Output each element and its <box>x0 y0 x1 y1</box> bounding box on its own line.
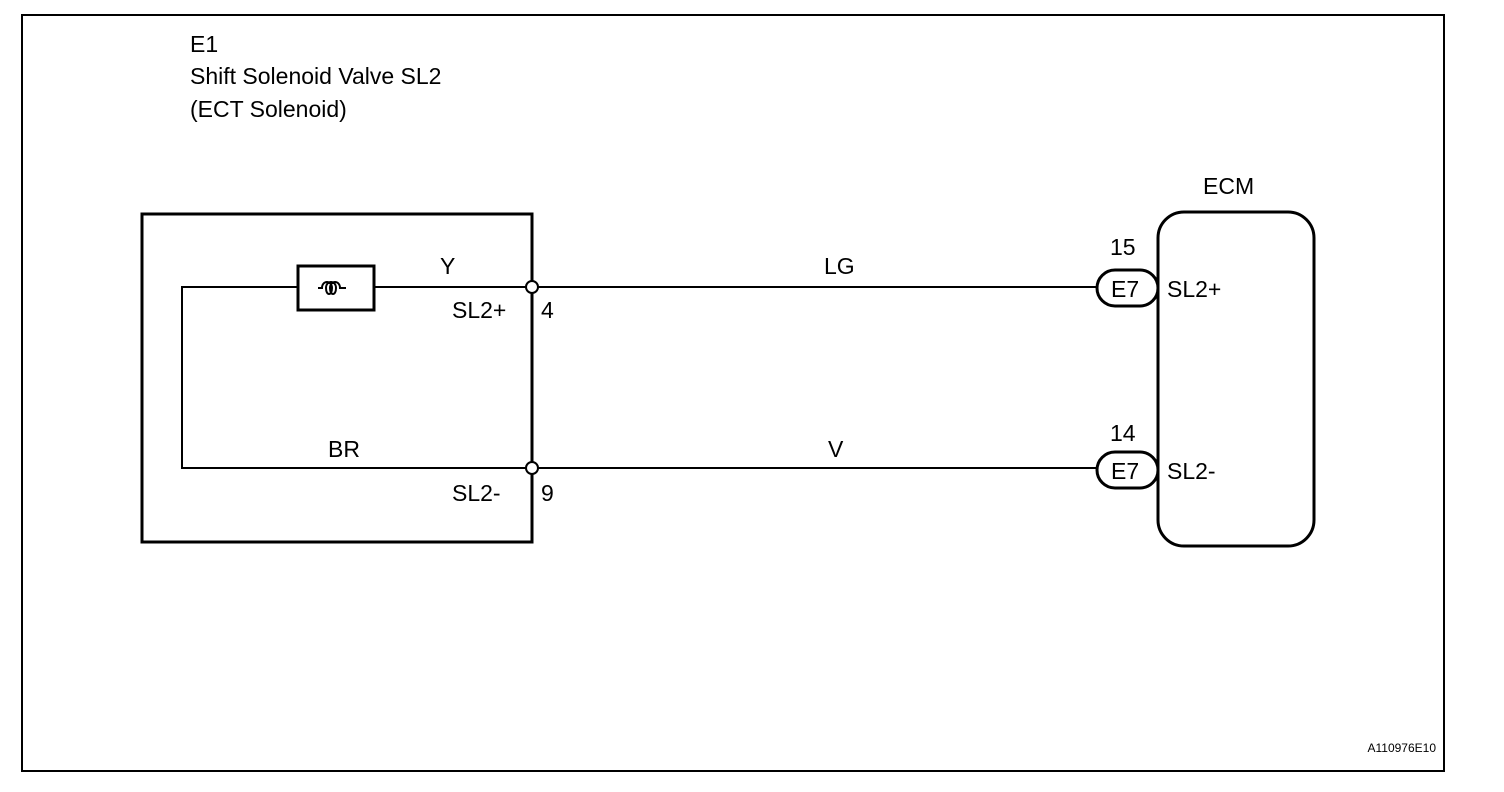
figure-id: A110976E10 <box>1367 741 1436 755</box>
ecm-pin-plus-number: 15 <box>1110 234 1136 260</box>
wire-color-return-lead: BR <box>328 436 360 462</box>
component-pin-minus-terminal <box>525 461 539 475</box>
ecm-pin-minus-name: SL2- <box>1167 458 1216 484</box>
solenoid-coil-symbol <box>296 264 376 312</box>
ecm-pin-minus-number: 14 <box>1110 420 1136 446</box>
component-pin-plus-number: 4 <box>541 297 554 323</box>
ecm-label: ECM <box>1203 173 1254 199</box>
component-code: E1 <box>190 31 218 57</box>
component-pin-plus-name: SL2+ <box>452 297 506 323</box>
wire-color-solenoid-lead: Y <box>440 253 455 279</box>
ecm-connector-plus-code: E7 <box>1111 276 1139 302</box>
solenoid-housing <box>140 212 534 544</box>
ecm-box <box>1156 210 1316 548</box>
ecm-connector-plus <box>1095 268 1160 308</box>
wire-color-plus-harness: LG <box>824 253 855 279</box>
ecm-connector-minus-code: E7 <box>1111 458 1139 484</box>
internal-loop-wire <box>181 286 532 469</box>
component-pin-minus-name: SL2- <box>452 480 501 506</box>
component-pin-plus-terminal <box>525 280 539 294</box>
diagram-frame <box>21 14 1445 772</box>
component-subtitle: (ECT Solenoid) <box>190 96 347 122</box>
ecm-pin-plus-name: SL2+ <box>1167 276 1221 302</box>
component-name: Shift Solenoid Valve SL2 <box>190 63 441 89</box>
wire-color-minus-harness: V <box>828 436 844 462</box>
component-pin-minus-number: 9 <box>541 480 554 506</box>
ecm-connector-minus <box>1095 450 1160 490</box>
